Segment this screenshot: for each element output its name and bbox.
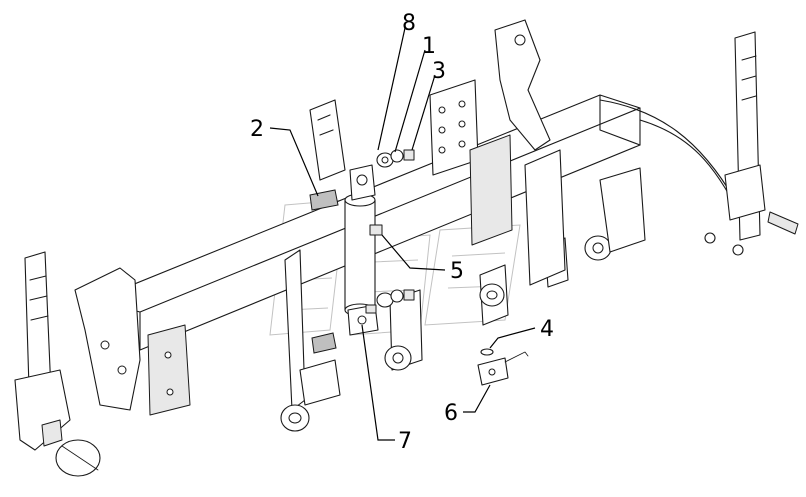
pin-parts: [309, 189, 339, 354]
center-upright-plates: [309, 19, 566, 286]
callout-5: 5: [450, 259, 464, 284]
shutoff-valve: [477, 348, 529, 386]
washers-and-bolts: [365, 149, 415, 314]
callout-8: 8: [402, 11, 416, 36]
callout-3: 3: [432, 59, 446, 84]
callout-1: 1: [422, 34, 436, 59]
callout-6: 6: [444, 401, 458, 426]
callout-4: 4: [540, 317, 554, 342]
callout-2: 2: [250, 117, 264, 142]
left-upright-assembly: [14, 251, 101, 477]
left-mount-plate: [74, 267, 191, 416]
callout-labels: 8 1 3 2 5 4 6 7: [250, 11, 554, 454]
callout-7: 7: [398, 429, 412, 454]
hydraulic-cylinder: [344, 164, 379, 336]
right-curved-arm: [599, 31, 799, 256]
leader-lines: [269, 27, 536, 441]
